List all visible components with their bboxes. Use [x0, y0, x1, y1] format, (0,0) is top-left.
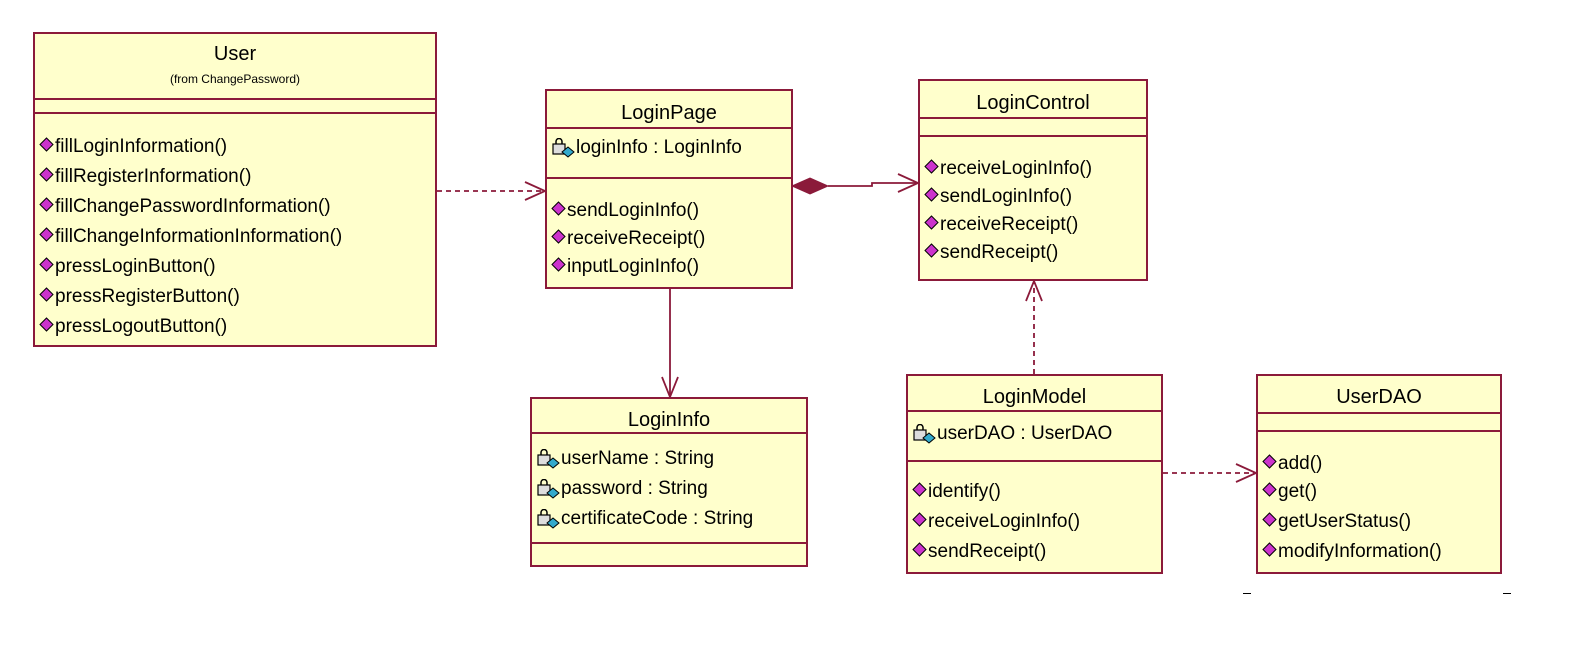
- operation-row: identify(): [912, 480, 1001, 504]
- operation-label: receiveLoginInfo(): [940, 158, 1093, 179]
- operation-label: receiveReceipt(): [940, 214, 1079, 235]
- operation-icon: [39, 166, 54, 182]
- operation-row: receiveLoginInfo(): [924, 157, 1092, 181]
- operation-row: fillLoginInformation(): [39, 135, 227, 159]
- selection-handle: [1243, 593, 1251, 594]
- operation-row: receiveLoginInfo(): [912, 510, 1080, 534]
- composition-loginpage-logincontrol: [790, 173, 921, 195]
- operation-label: fillLoginInformation(): [55, 136, 228, 157]
- operation-label: pressLoginButton(): [55, 256, 216, 277]
- class-logincontrol[interactable]: LoginControl receiveLoginInfo() sendLogi…: [918, 79, 1148, 281]
- operation-row: sendReceipt(): [912, 540, 1046, 564]
- operation-label: sendReceipt(): [940, 242, 1059, 263]
- class-user[interactable]: User (from ChangePassword) fillLoginInfo…: [33, 32, 437, 347]
- attribute-row: userDAO : UserDAO: [912, 422, 1112, 446]
- operation-label: add(): [1278, 453, 1323, 474]
- dependency-loginmodel-userdao: [1163, 463, 1259, 483]
- operation-row: get(): [1262, 480, 1317, 504]
- class-userdao[interactable]: UserDAO add() get() getUserStatus() modi…: [1256, 374, 1502, 574]
- operation-icon: [924, 214, 939, 230]
- selection-handle: [1503, 593, 1511, 594]
- class-logininfo[interactable]: LoginInfo userName : String password : S…: [530, 397, 808, 567]
- attribute-row: password : String: [536, 477, 708, 501]
- operation-row: sendLoginInfo(): [924, 185, 1072, 209]
- operation-row: getUserStatus(): [1262, 510, 1411, 534]
- operation-label: identify(): [928, 481, 1001, 502]
- operation-icon: [39, 136, 54, 152]
- operation-label: get(): [1278, 481, 1318, 502]
- operation-row: inputLoginInfo(): [551, 255, 699, 279]
- class-name: LoginPage: [621, 102, 717, 124]
- operation-label: receiveReceipt(): [567, 228, 706, 249]
- operation-icon: [1262, 541, 1277, 557]
- attribute-row: userName : String: [536, 447, 714, 471]
- operation-label: getUserStatus(): [1278, 511, 1412, 532]
- attribute-row: loginInfo : LoginInfo: [551, 136, 742, 160]
- class-name: User: [213, 43, 257, 65]
- attribute-label: loginInfo : LoginInfo: [576, 137, 742, 158]
- operation-icon: [1262, 481, 1277, 497]
- association-loginpage-logininfo: [661, 289, 679, 400]
- operation-label: fillChangeInformationInformation(): [55, 226, 343, 247]
- operation-icon: [912, 511, 927, 527]
- private-attribute-icon: [537, 449, 560, 469]
- dependency-loginmodel-logincontrol: [1025, 278, 1043, 374]
- operation-icon: [924, 158, 939, 174]
- attribute-label: userName : String: [561, 448, 715, 469]
- operation-label: sendReceipt(): [928, 541, 1047, 562]
- operation-icon: [39, 196, 54, 212]
- dependency-user-loginpage: [437, 181, 548, 201]
- operation-row: fillRegisterInformation(): [39, 165, 251, 189]
- operation-label: receiveLoginInfo(): [928, 511, 1081, 532]
- attribute-label: userDAO : UserDAO: [937, 423, 1113, 444]
- operation-icon: [39, 226, 54, 242]
- class-name: LoginModel: [982, 386, 1087, 408]
- operation-label: fillRegisterInformation(): [55, 166, 252, 187]
- class-name: UserDAO: [1336, 386, 1422, 408]
- private-attribute-icon: [913, 424, 936, 444]
- operation-label: sendLoginInfo(): [567, 200, 700, 221]
- operation-row: receiveReceipt(): [924, 213, 1078, 237]
- operation-icon: [1262, 511, 1277, 527]
- operation-row: modifyInformation(): [1262, 540, 1442, 564]
- operation-label: modifyInformation(): [1278, 541, 1442, 562]
- attribute-label: password : String: [561, 478, 708, 499]
- operation-row: receiveReceipt(): [551, 227, 705, 251]
- operation-icon: [924, 186, 939, 202]
- operation-label: pressLogoutButton(): [55, 316, 228, 337]
- operation-label: fillChangePasswordInformation(): [55, 196, 331, 217]
- class-name: LoginInfo: [627, 409, 711, 431]
- operation-icon: [912, 541, 927, 557]
- operation-icon: [551, 200, 566, 216]
- operation-row: pressRegisterButton(): [39, 285, 240, 309]
- class-name: LoginControl: [976, 92, 1090, 114]
- operation-row: fillChangePasswordInformation(): [39, 195, 331, 219]
- operation-row: pressLogoutButton(): [39, 315, 227, 339]
- operation-row: add(): [1262, 452, 1322, 476]
- operation-icon: [39, 256, 54, 272]
- attribute-label: certificateCode : String: [561, 508, 754, 529]
- operation-row: pressLoginButton(): [39, 255, 216, 279]
- private-attribute-icon: [552, 138, 575, 158]
- operation-label: sendLoginInfo(): [940, 186, 1073, 207]
- operation-icon: [39, 316, 54, 332]
- private-attribute-icon: [537, 479, 560, 499]
- operation-row: sendReceipt(): [924, 241, 1058, 265]
- operation-label: inputLoginInfo(): [567, 256, 700, 277]
- operation-icon: [39, 286, 54, 302]
- operation-icon: [551, 256, 566, 272]
- class-stereotype: (from ChangePassword): [169, 72, 301, 86]
- operation-icon: [551, 228, 566, 244]
- operation-label: pressRegisterButton(): [55, 286, 240, 307]
- private-attribute-icon: [537, 509, 560, 529]
- class-loginpage[interactable]: LoginPage loginInfo : LoginInfo sendLogi…: [545, 89, 793, 289]
- operation-icon: [912, 481, 927, 497]
- class-loginmodel[interactable]: LoginModel userDAO : UserDAO identify() …: [906, 374, 1163, 574]
- operation-icon: [924, 242, 939, 258]
- operation-row: fillChangeInformationInformation(): [39, 225, 342, 249]
- operation-row: sendLoginInfo(): [551, 199, 699, 223]
- attribute-row: certificateCode : String: [536, 507, 753, 531]
- operation-icon: [1262, 453, 1277, 469]
